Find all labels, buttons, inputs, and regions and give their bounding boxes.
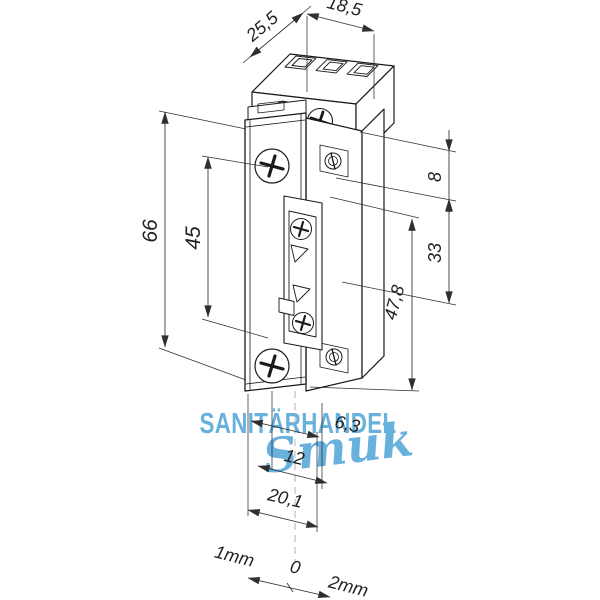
adjust-label-zero: 0 bbox=[288, 556, 302, 578]
dimension-body-width: 12 bbox=[257, 445, 328, 484]
latch-pawl-icon bbox=[278, 244, 311, 316]
dimension-latch-upper: 33 bbox=[425, 199, 453, 304]
strike-body-drawing bbox=[244, 53, 395, 392]
adjustment-scale: 1mm 0 2mm bbox=[213, 542, 371, 600]
adjust-label-plus: 2mm bbox=[326, 571, 371, 600]
dim-label-body-width: 12 bbox=[282, 445, 306, 469]
dim-label-width-top: 18,5 bbox=[325, 0, 365, 20]
dimension-depth-top: 25,5 bbox=[242, 7, 304, 58]
dim-label-offset-top: 8 bbox=[425, 172, 445, 182]
dim-label-latch-upper: 33 bbox=[425, 243, 445, 263]
dimension-width-top: 18,5 bbox=[306, 0, 375, 32]
latch-keeper bbox=[278, 195, 323, 351]
keeper-screw-icon bbox=[290, 218, 314, 334]
dimension-latch-lower: 47,8 bbox=[380, 218, 416, 391]
faceplate-screw-icon bbox=[254, 148, 290, 384]
dimension-annotations: 25,5 18,5 66 45 8 33 bbox=[139, 0, 457, 600]
adjust-label-minus: 1mm bbox=[213, 542, 257, 571]
dimension-screw-spacing: 45 bbox=[182, 156, 212, 318]
dimension-offset-top: 8 bbox=[425, 130, 453, 214]
dim-label-body-depth: 20,1 bbox=[265, 484, 305, 512]
keyhole-screw-icon bbox=[324, 152, 343, 366]
dim-label-screw-spacing: 45 bbox=[182, 226, 205, 250]
dimension-body-depth: 20,1 bbox=[247, 484, 319, 528]
watermark: SANITÄRHANDEL Smuk bbox=[200, 407, 417, 485]
dim-label-depth-top: 25,5 bbox=[242, 7, 283, 46]
dim-label-height-total: 66 bbox=[139, 219, 162, 243]
terminal-socket-icon bbox=[284, 55, 379, 77]
dimension-height-total: 66 bbox=[139, 111, 169, 348]
